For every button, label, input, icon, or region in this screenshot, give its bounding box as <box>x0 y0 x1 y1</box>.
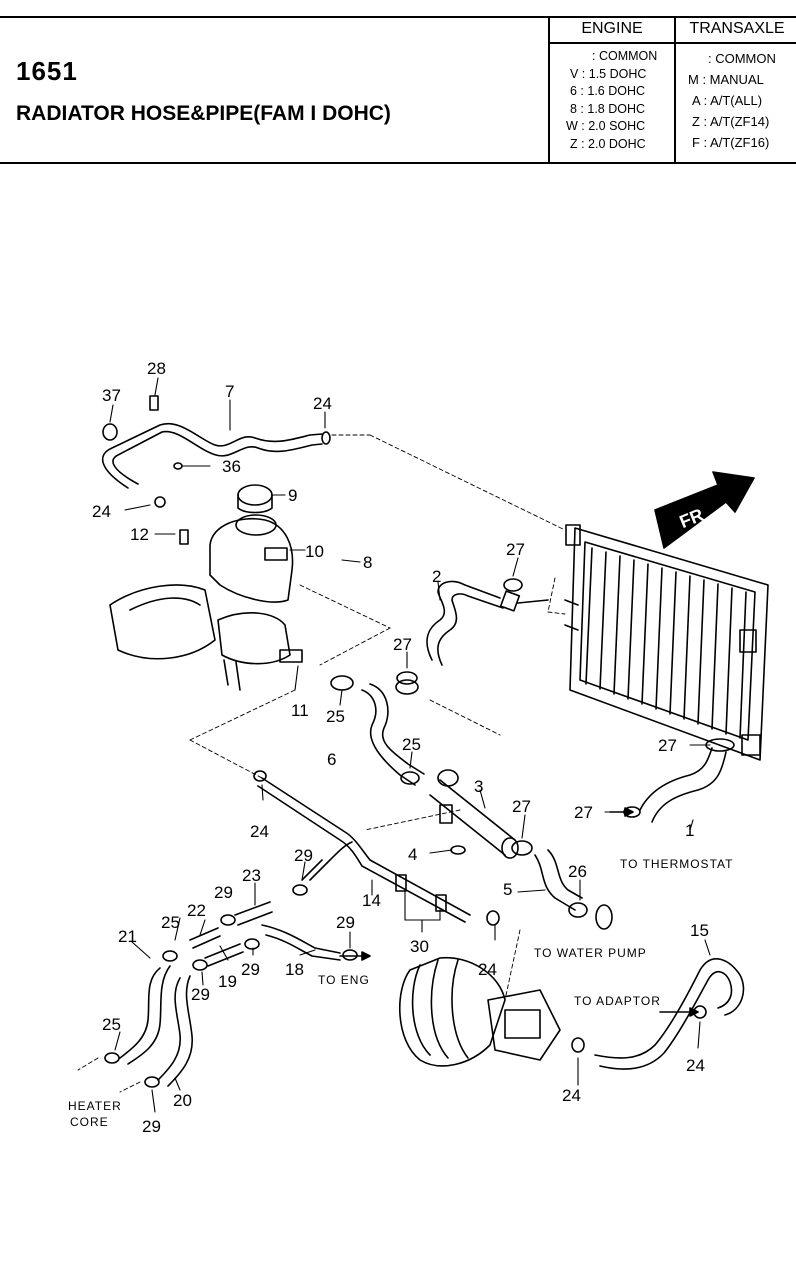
part-label: 4 <box>408 845 417 864</box>
part-label: 15 <box>690 921 709 940</box>
part-label: 24 <box>478 960 497 979</box>
part-label: 23 <box>242 866 261 885</box>
part-label: 10 <box>305 542 324 561</box>
part-label: 29 <box>142 1117 161 1136</box>
part-label: 27 <box>658 736 677 755</box>
note-to-water-pump: TO WATER PUMP <box>534 946 647 960</box>
part-label: 29 <box>214 883 233 902</box>
flow-arrows <box>339 807 699 1017</box>
diagram-notes: TO THERMOSTAT TO WATER PUMP TO ENG TO AD… <box>68 857 733 1129</box>
part-label: 26 <box>568 862 587 881</box>
part-label: 25 <box>161 913 180 932</box>
part-label: 20 <box>173 1091 192 1110</box>
transaxle-row: : COMMON <box>708 51 776 66</box>
transaxle-row: M : MANUAL <box>688 72 764 87</box>
part-label: 28 <box>147 359 166 378</box>
part-callouts: 28 37 7 24 36 9 24 12 10 8 27 2 27 11 25… <box>92 359 709 1110</box>
diagram-title: RADIATOR HOSE&PIPE(FAM I DOHC) <box>16 102 391 125</box>
engine-row: 6 : 1.6 DOHC <box>570 84 646 98</box>
note-to-eng: TO ENG <box>318 973 370 987</box>
part-label: 8 <box>363 553 372 572</box>
transaxle-row: A : A/T(ALL) <box>692 93 763 108</box>
part-label: 27 <box>512 797 531 816</box>
part-label: 25 <box>326 707 345 726</box>
header-bottom-rule <box>0 162 796 164</box>
part-label: 24 <box>250 822 269 841</box>
part-label: 25 <box>102 1015 121 1034</box>
part-label: 6 <box>327 750 336 769</box>
adaptor-hose <box>594 958 745 1070</box>
upper-radiator-hose <box>426 580 549 666</box>
bypass-pipe <box>257 777 471 923</box>
reservoir-bracket <box>109 584 303 691</box>
front-direction-arrow <box>654 471 755 549</box>
part-label: 27 <box>393 635 412 654</box>
part-label: 1 <box>685 821 694 840</box>
part-label: 3 <box>474 777 483 796</box>
part-label: 29 <box>336 913 355 932</box>
legend-table: ENGINE : COMMON V : 1.5 DOHC 6 : 1.6 DOH… <box>548 16 796 162</box>
part-label: 18 <box>285 960 304 979</box>
part-label: 7 <box>225 382 234 401</box>
diagram-code: 1651 <box>16 56 78 86</box>
heater-hoses <box>104 884 358 1088</box>
engine-row: Z : 2.0 DOHC <box>570 136 646 151</box>
part-label: 11 <box>291 701 309 720</box>
reservoir-feed-hose <box>330 675 425 786</box>
engine-row: 8 : 1.8 DOHC <box>570 101 646 116</box>
part-label: 24 <box>313 394 332 413</box>
engine-heading: ENGINE <box>550 16 674 44</box>
part-label: 2 <box>432 567 441 586</box>
coolant-reservoir <box>209 484 294 603</box>
part-label: 14 <box>362 891 381 910</box>
part-label: 29 <box>294 846 313 865</box>
part-label: 5 <box>503 880 512 899</box>
header-top-rule <box>0 16 796 18</box>
engine-column: ENGINE : COMMON V : 1.5 DOHC 6 : 1.6 DOH… <box>550 16 676 162</box>
part-label: 27 <box>574 803 593 822</box>
throttle-body <box>398 956 561 1067</box>
engine-row: : COMMON <box>592 49 658 63</box>
overflow-hose <box>102 422 323 489</box>
transaxle-row: F : A/T(ZF16) <box>692 135 770 150</box>
part-label: 9 <box>288 486 297 505</box>
engine-row: W : 2.0 SOHC <box>566 119 646 133</box>
water-pump-hose <box>534 849 613 930</box>
part-label: 24 <box>562 1086 581 1105</box>
hose-clamps <box>102 395 707 1053</box>
part-label: 27 <box>506 540 525 559</box>
lower-radiator-hose <box>639 738 735 823</box>
part-label: 12 <box>130 525 149 544</box>
part-label: 25 <box>402 735 421 754</box>
note-to-adaptor: TO ADAPTOR <box>574 994 661 1008</box>
part-label: 21 <box>118 927 137 946</box>
engine-row: V : 1.5 DOHC <box>570 66 647 81</box>
part-label: 37 <box>102 386 121 405</box>
part-label: 24 <box>92 502 111 521</box>
radiator <box>564 524 769 761</box>
part-label: 36 <box>222 457 241 476</box>
transaxle-row: Z : A/T(ZF14) <box>692 114 770 129</box>
note-core: CORE <box>70 1115 109 1129</box>
note-heater: HEATER <box>68 1099 122 1113</box>
reference-lines <box>77 434 566 1093</box>
transaxle-column: TRANSAXLE : COMMON M : MANUAL A : A/T(AL… <box>676 16 796 162</box>
part-label: 24 <box>686 1056 705 1075</box>
part-label: 29 <box>241 960 260 979</box>
transaxle-heading: TRANSAXLE <box>676 16 796 44</box>
part-label: 29 <box>191 985 210 1004</box>
note-to-thermostat: TO THERMOSTAT <box>620 857 733 871</box>
part-label: 30 <box>410 937 429 956</box>
part-label: 19 <box>218 972 237 991</box>
part-label: 22 <box>187 901 206 920</box>
